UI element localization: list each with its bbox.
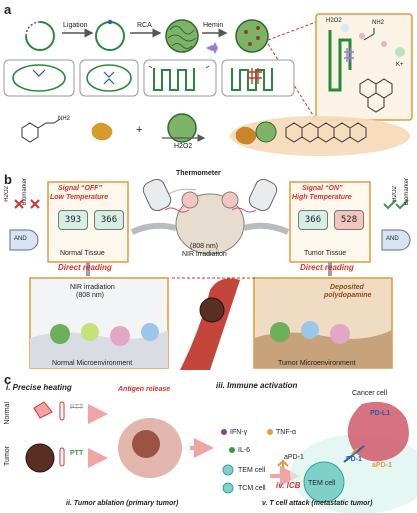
nir-wavelength: (808 nm) — [190, 243, 219, 250]
step-hemin: Hemin — [203, 22, 224, 29]
hemin-sparkle-icon — [206, 42, 218, 54]
mouse-icon — [175, 193, 245, 255]
polydopamine-label: polydopamine — [324, 292, 372, 299]
step-ligation: Ligation — [63, 22, 88, 29]
normal-micro-caption: Normal Microenvironment — [52, 360, 133, 367]
left-biomarker: Biomarker — [22, 178, 28, 206]
thermo-tumor-icon — [59, 447, 65, 467]
nir-irradiation: NIR irradiation — [182, 251, 227, 258]
icb-label: iv. ICB — [276, 481, 301, 490]
ifn-gamma: IFN-γ — [230, 429, 248, 436]
antigen-release: Antigen release — [118, 386, 171, 393]
direct-reading-right: Direct reading — [300, 263, 354, 272]
right-and: AND — [386, 236, 399, 242]
rca-ball-small-icon — [167, 113, 197, 143]
panel-a-label: a — [4, 2, 12, 17]
panel-a-graphic — [3, 13, 413, 156]
tumor-side: Tumor — [4, 446, 11, 466]
immune-activation: iii. Immune activation — [216, 381, 298, 390]
rca-ball-icon — [165, 19, 199, 53]
deposited-label: Deposited — [330, 284, 364, 291]
ptt-tumor: PTT — [70, 450, 84, 457]
closed-dna-circle-icon — [95, 19, 125, 51]
pdl1-label: PD-L1 — [370, 410, 391, 417]
right-h2o2: H2O2 — [392, 186, 398, 202]
normal-tissue: Normal Tissue — [60, 250, 105, 257]
apd1-label: aPD-1 — [284, 454, 304, 461]
inset-nh2: NH2 — [372, 20, 385, 26]
thermometer-right-icon — [248, 178, 278, 212]
cancer-cell-label: Cancer cell — [352, 390, 388, 397]
inset-kplus: K+ — [396, 62, 404, 68]
thermometer-left-icon — [142, 178, 172, 212]
apd1-bound-label: aPD-1 — [372, 462, 392, 469]
normal-cell-icon — [33, 401, 53, 419]
signal-off: Signal “OFF” — [58, 185, 102, 192]
pd1-label: PD-1 — [346, 456, 362, 463]
reading-366-right: 366 — [298, 210, 328, 230]
tem-label: TEM cell — [238, 467, 266, 474]
thermometer-label: Thermometer — [176, 170, 221, 177]
ptt-normal: PTT — [70, 404, 84, 411]
dopamine-nh2: NH2 — [58, 116, 71, 122]
high-temp: High Temperature — [292, 194, 352, 201]
inset-h2o2: H2O2 — [326, 18, 342, 24]
vessel-icon — [180, 278, 240, 370]
left-h2o2: H2O2 — [4, 186, 10, 202]
panel-b-label: b — [4, 172, 12, 187]
il-6: IL-6 — [238, 447, 251, 454]
t-cell-attack: v. T cell attack (metastatic tumor) — [262, 500, 373, 507]
thermo-normal-icon — [59, 401, 65, 421]
tnf-alpha: TNF-α — [276, 429, 296, 436]
tumor-ablation: ii. Tumor ablation (primary tumor) — [66, 500, 179, 507]
panel-c-label: c — [4, 372, 12, 387]
normal-nm: (808 nm) — [76, 292, 105, 299]
tcm-label: TCM cell — [238, 485, 266, 492]
reading-366-left: 366 — [94, 210, 124, 230]
signal-on: Signal “ON” — [302, 185, 343, 192]
panel-c-graphic — [25, 401, 417, 513]
left-and: AND — [14, 236, 27, 242]
normal-side: Normal — [4, 402, 11, 425]
dopamine-structure-icon — [21, 118, 61, 143]
reaction-h2o2: H2O2 — [174, 143, 193, 150]
low-temp: Low Temperature — [50, 194, 109, 201]
plus-sign: + — [136, 124, 143, 136]
tem-cell-label: TEM cell — [308, 480, 336, 487]
normal-nir: NIR irradiation — [70, 284, 115, 291]
tumor-mass-icon — [199, 297, 225, 323]
polydopamine-glow — [230, 116, 410, 156]
open-dna-circle-icon — [25, 21, 55, 51]
step-rca: RCA — [137, 22, 152, 29]
tem-cell-icon — [303, 461, 345, 503]
reading-528: 528 — [334, 210, 364, 230]
rca-hemin-ball-icon — [235, 19, 269, 53]
right-biomarker: Biomarker — [404, 178, 410, 206]
tumor-micro-caption: Tumor Microenvironment — [278, 360, 356, 367]
tumor-tissue: Tumor Tissue — [304, 250, 347, 257]
tumor-cell-icon — [25, 443, 55, 473]
reading-393: 393 — [58, 210, 88, 230]
precise-heating: i. Precise heating — [6, 383, 72, 392]
direct-reading-left: Direct reading — [58, 263, 112, 272]
protein-blob-icon — [91, 122, 113, 141]
